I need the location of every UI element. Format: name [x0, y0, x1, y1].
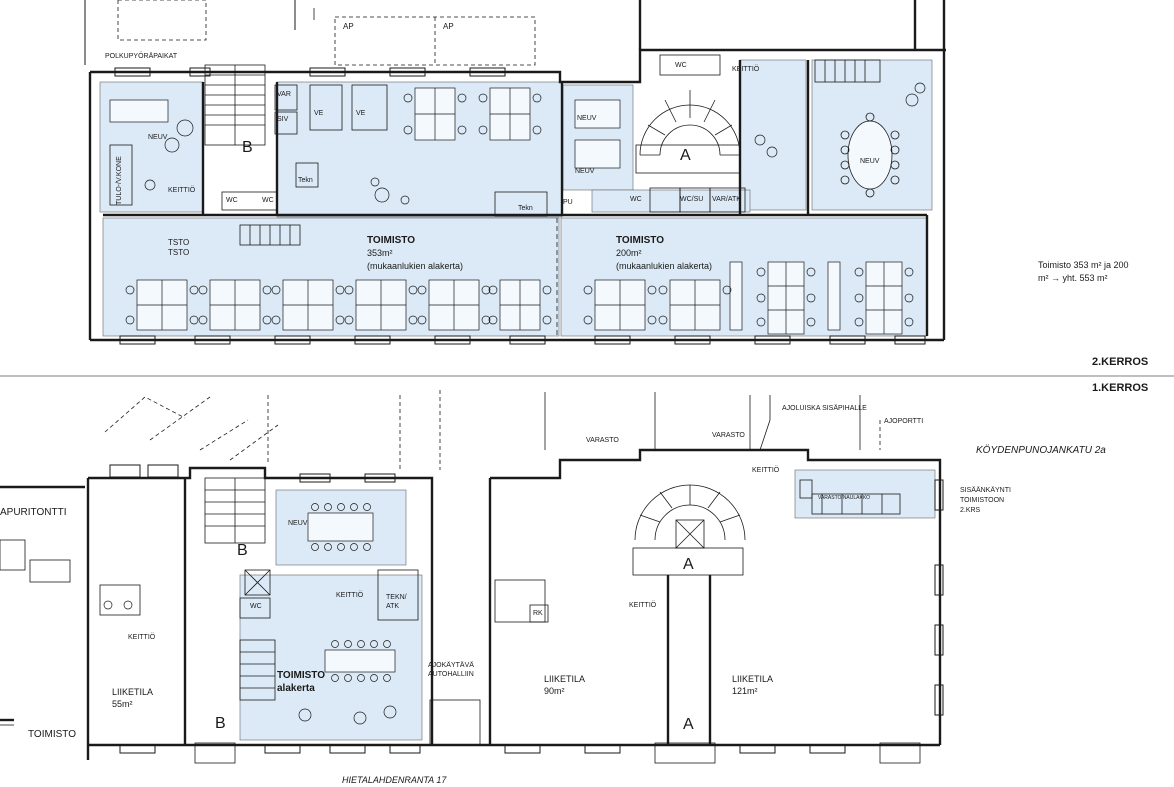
street-label-bottom: HIETALAHDENRANTA 17	[342, 775, 447, 785]
room-keittio-top	[739, 59, 807, 211]
label-wc-upper-3: WC	[630, 196, 642, 203]
desks-office-353	[109, 87, 541, 331]
summary-line-1: Toimisto 353 m² ja 200	[1038, 260, 1129, 270]
label-neuv-mid-2: NEUV	[575, 168, 595, 175]
label-apuritontti: APURITONTTI	[0, 507, 67, 518]
label-keittio-lower-mid: KEITTIÖ	[336, 592, 364, 599]
label-ajoportti: AJOPORTTI	[884, 418, 924, 425]
label-liiketila-121: LIIKETILA	[732, 674, 774, 684]
oval-meeting-table	[840, 112, 900, 198]
label-office-200-title: TOIMISTO	[616, 235, 664, 246]
upper-floor	[84, 0, 946, 345]
floor-label-upper: 2.KERROS	[1092, 356, 1149, 368]
label-area-90: 90m²	[544, 686, 565, 696]
stair-b-lower	[204, 477, 276, 701]
label-keittio-upper-left: KEITTIÖ	[168, 187, 196, 194]
label-ve-2: VE	[356, 110, 366, 117]
label-atk-lower: ATK	[386, 603, 400, 610]
lower-floor	[0, 390, 944, 764]
lower-dashed	[104, 390, 881, 470]
label-ajokaytava-2: AUTOHALLIIN	[428, 671, 474, 678]
label-keittio-lower-right: KEITTIÖ	[752, 467, 780, 474]
label-tsto-1: TSTO	[168, 238, 190, 247]
label-siv: SIV	[277, 116, 289, 123]
label-varasto-naulakko: VARASTO/NAULAKKO	[818, 495, 871, 501]
label-keittio-top: KEITTIÖ	[732, 66, 760, 73]
label-ap-2: AP	[443, 22, 454, 31]
label-entry-1: SISÄÄNKÄYNTI	[960, 487, 1011, 494]
label-neuv-right: NEUV	[860, 158, 880, 165]
label-office-353-note: (mukaanlukien alakerta)	[367, 261, 464, 271]
label-stair-b-lower-1: B	[237, 542, 248, 559]
label-stair-b-lower-2: B	[215, 715, 226, 732]
label-office-353-area: 353m²	[367, 248, 393, 258]
label-stair-a-lower-1: A	[683, 556, 694, 573]
label-varasto-2: VARASTO	[712, 432, 745, 439]
label-neuv-left: NEUV	[148, 134, 168, 141]
lower-room-fills	[239, 469, 936, 741]
label-toimisto-alakerta-title: TOIMISTO	[277, 670, 325, 681]
label-keittio-lower-left: KEITTIÖ	[128, 634, 156, 641]
label-ajoluiska: AJOLUISKA SISÄPIHALLE	[782, 405, 867, 412]
label-ajokaytava-1: AJOKÄYTÄVÄ	[428, 662, 474, 669]
label-area-121: 121m²	[732, 686, 758, 696]
label-neuv-mid-1: NEUV	[577, 115, 597, 122]
label-office-200-area: 200m²	[616, 248, 642, 258]
upper-walls	[88, 0, 946, 342]
label-area-55: 55m²	[112, 699, 133, 709]
label-pu: PU	[563, 199, 573, 206]
chairs-upper	[125, 82, 926, 327]
desks-office-200	[574, 99, 903, 335]
label-tekn-2: Tekn	[518, 205, 533, 212]
label-stair-b-upper: B	[242, 139, 253, 156]
label-bikes: POLKUPYÖRÄPAIKAT	[105, 53, 178, 60]
label-entry-2: TOIMISTOON	[960, 497, 1005, 504]
label-var-atk: VAR/ATK	[712, 196, 741, 203]
stair-a-lower	[632, 484, 746, 576]
label-office-353-title: TOIMISTO	[367, 235, 415, 246]
label-toimisto-left: TOIMISTO	[28, 729, 76, 740]
label-tulo: TULO-/V.KONE	[116, 156, 123, 205]
label-var: VAR	[277, 91, 291, 98]
small-rooms-upper	[109, 54, 881, 217]
label-wc-upper-1: WC	[226, 197, 238, 204]
floor-label-lower: 1.KERROS	[1092, 382, 1149, 394]
small-rooms-lower	[0, 392, 921, 764]
label-toimisto-alakerta-sub: alakerta	[277, 683, 315, 694]
stair-a-upper	[635, 90, 741, 174]
label-keittio-a: KEITTIÖ	[629, 602, 657, 609]
label-neuv-lower: NEUV	[288, 520, 308, 527]
label-entry-3: 2.KRS	[960, 507, 981, 514]
meeting-table-lower	[307, 512, 396, 673]
summary-line-2: m² → yht. 553 m²	[1038, 273, 1108, 283]
label-liiketila-90: LIIKETILA	[544, 674, 586, 684]
label-ap-1: AP	[343, 22, 354, 31]
label-wc-lower: WC	[250, 603, 262, 610]
label-rk: RK	[533, 610, 543, 617]
label-tsto-2: TSTO	[168, 248, 190, 257]
label-stair-a-upper: A	[680, 147, 691, 164]
label-wc-su: WC/SU	[680, 196, 704, 203]
parking-outline	[117, 0, 536, 66]
stair-b-upper	[204, 64, 301, 246]
label-ve-1: VE	[314, 110, 324, 117]
label-office-200-note: (mukaanlukien alakerta)	[616, 261, 713, 271]
chairs-lower	[103, 503, 397, 725]
lower-windows	[109, 464, 944, 754]
label-wc-top: WC	[675, 62, 687, 69]
label-tekn-lower: TEKN/	[386, 594, 407, 601]
label-varasto-1: VARASTO	[586, 437, 619, 444]
street-label-right: KÖYDENPUNOJANKATU 2a	[976, 445, 1106, 456]
label-tekn-1: Tekn	[298, 177, 313, 184]
label-wc-upper-2: WC	[262, 197, 274, 204]
label-stair-a-lower-2: A	[683, 716, 694, 733]
label-liiketila-55: LIIKETILA	[112, 687, 154, 697]
upper-windows	[114, 67, 926, 345]
